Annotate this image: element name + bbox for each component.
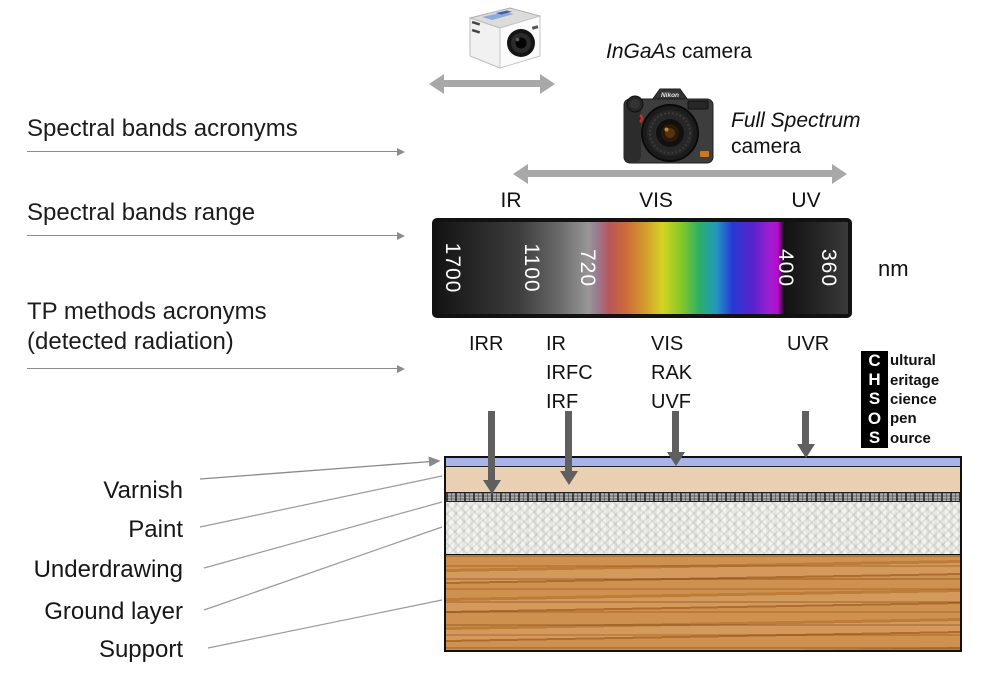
full-spectrum-camera-label: Full Spectrum camera bbox=[731, 108, 861, 160]
painting-cross-section bbox=[444, 456, 962, 652]
ingaas-camera-suffix: camera bbox=[676, 40, 752, 63]
tp-column-uvr: UVR bbox=[787, 330, 829, 359]
logo-row: O pen bbox=[861, 409, 939, 429]
tick-1700: 1700 bbox=[441, 242, 464, 294]
tp-acronym: VIS bbox=[651, 333, 684, 355]
tp-acronym: IRF bbox=[546, 391, 579, 413]
logo-row: H eritage bbox=[861, 370, 940, 390]
tp-acronym: IRFC bbox=[546, 362, 593, 384]
full-spectrum-camera-image: Nikon bbox=[623, 88, 714, 164]
ingaas-camera-name: InGaAs bbox=[606, 40, 677, 63]
logo-word: eritage bbox=[890, 371, 940, 389]
band-label-vis: VIS bbox=[639, 189, 673, 212]
band-label-uv: UV bbox=[791, 189, 821, 212]
layer-label-support: Support bbox=[98, 636, 183, 663]
tp-acronym: IR bbox=[546, 333, 566, 355]
full-spectrum-range-arrow-icon bbox=[528, 170, 832, 177]
underdrawing-layer bbox=[446, 493, 960, 502]
spectrum-bar: 1700 1100 720 400 360 bbox=[432, 218, 852, 318]
full-spectrum-camera-suffix: camera bbox=[731, 135, 802, 158]
tp-acronym: UVF bbox=[651, 391, 691, 413]
logo-letter: O bbox=[861, 409, 888, 429]
ingaas-camera-image bbox=[468, 7, 542, 69]
tp-acronym: UVR bbox=[787, 333, 830, 355]
heading-arrow-1-icon bbox=[27, 148, 405, 156]
heading-tp-methods-line1: TP methods acronyms bbox=[27, 298, 267, 325]
layer-label-ground: Ground layer bbox=[44, 598, 183, 625]
layer-label-underdrawing: Underdrawing bbox=[33, 556, 183, 583]
logo-letter: S bbox=[861, 428, 888, 448]
irr-penetration-arrow-icon bbox=[488, 411, 495, 481]
heading-spectral-bands-range: Spectral bands range bbox=[27, 199, 256, 226]
spectrum-gradient bbox=[436, 222, 848, 314]
tick-360: 360 bbox=[817, 248, 840, 288]
chsos-logo: C ultural H eritage S cience O pen S our… bbox=[861, 351, 939, 448]
tp-column-irr: IRR bbox=[469, 330, 503, 359]
logo-letter: S bbox=[861, 389, 888, 410]
tp-acronym: IRR bbox=[469, 333, 504, 355]
full-spectrum-camera-name: Full Spectrum bbox=[731, 109, 861, 132]
tick-720: 720 bbox=[576, 248, 599, 288]
logo-word: ultural bbox=[890, 352, 936, 370]
varnish-layer bbox=[446, 458, 960, 467]
tp-acronym: RAK bbox=[651, 362, 693, 384]
logo-row: S ource bbox=[861, 428, 939, 448]
nikon-brand-text: Nikon bbox=[661, 92, 679, 99]
logo-row: C ultural bbox=[861, 351, 939, 371]
band-label-ir: IR bbox=[500, 189, 522, 212]
logo-letter: C bbox=[861, 351, 888, 371]
ingaas-camera-label: InGaAs camera bbox=[606, 39, 752, 65]
unit-label-nm: nm bbox=[878, 256, 909, 281]
heading-spectral-bands-acronyms: Spectral bands acronyms bbox=[27, 115, 298, 142]
logo-letter: H bbox=[861, 370, 888, 390]
tp-column-ir: IR IRFC IRF bbox=[546, 330, 593, 417]
logo-word: cience bbox=[890, 390, 937, 408]
ingaas-scan-arrow-icon bbox=[444, 80, 540, 87]
layer-label-varnish: Varnish bbox=[103, 477, 183, 504]
uvr-penetration-arrow-icon bbox=[802, 411, 809, 445]
logo-word: pen bbox=[890, 410, 917, 428]
heading-arrow-2-icon bbox=[27, 232, 405, 240]
logo-row: S cience bbox=[861, 389, 939, 410]
layer-label-paint: Paint bbox=[128, 516, 183, 543]
heading-tp-methods-line2: (detected radiation) bbox=[27, 328, 234, 355]
support-layer bbox=[446, 555, 960, 650]
logo-word: ource bbox=[890, 429, 931, 447]
paint-layer bbox=[446, 467, 960, 493]
ground-layer bbox=[446, 502, 960, 555]
tick-400: 400 bbox=[774, 248, 797, 288]
heading-tp-methods: TP methods acronyms (detected radiation) bbox=[27, 297, 267, 357]
ir-penetration-arrow-icon bbox=[565, 411, 572, 472]
vis-penetration-arrow-icon bbox=[672, 411, 679, 453]
tp-column-vis: VIS RAK UVF bbox=[651, 330, 692, 417]
heading-arrow-3-icon bbox=[27, 365, 405, 373]
tick-1100: 1100 bbox=[520, 243, 543, 293]
